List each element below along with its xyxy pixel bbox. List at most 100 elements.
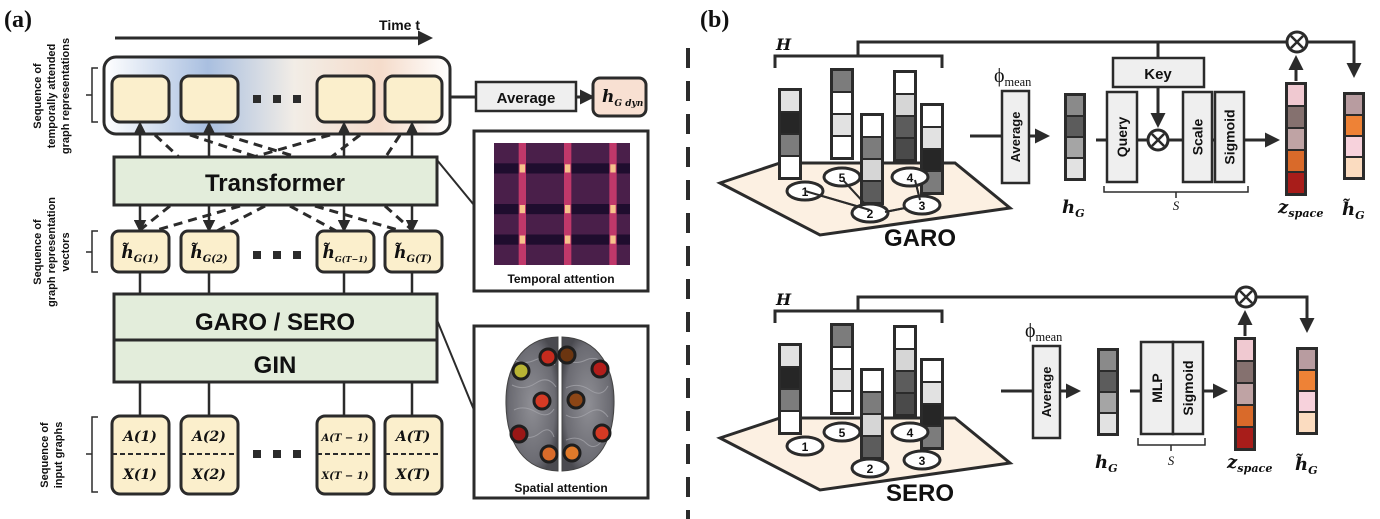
brain-node xyxy=(509,424,529,444)
z-space-label: zspace xyxy=(1226,452,1272,475)
multiply-cross xyxy=(1290,35,1304,49)
z-space-label-main: z xyxy=(1277,197,1289,218)
h-label: H xyxy=(775,290,792,309)
callout-line xyxy=(436,159,475,206)
graph-edge xyxy=(804,190,871,211)
feature-vector xyxy=(860,113,884,205)
graph-node-label: 5 xyxy=(839,426,846,440)
phi-mean-label: ϕmean xyxy=(1025,320,1062,344)
features-label: X(T) xyxy=(395,467,431,483)
brain-node xyxy=(511,361,531,381)
heatmap-hot-cell xyxy=(565,235,571,244)
hg-label-main: h xyxy=(1095,452,1108,473)
z-space-label-sub: space xyxy=(1288,207,1323,220)
hg-label: hG xyxy=(1095,452,1118,475)
temporal-rep-box xyxy=(179,74,240,124)
graph-node: 4 xyxy=(890,421,930,443)
adjacency-label: A(1) xyxy=(121,429,157,445)
h-bracket xyxy=(773,309,944,323)
graph-node: 3 xyxy=(902,449,942,471)
graph-node-shape xyxy=(785,435,825,457)
brain-nodes xyxy=(509,345,612,464)
feature-cell xyxy=(781,113,799,133)
brain-node xyxy=(590,359,610,379)
temporal-rep-box xyxy=(315,74,376,124)
input-boxes: A(1)X(1)A(2)X(2)A(T − 1)X(T − 1)A(T)X(T) xyxy=(110,414,444,496)
vector-box-frame xyxy=(383,229,444,274)
side-label-line: temporally attended xyxy=(46,44,58,149)
average-box xyxy=(1031,344,1062,440)
temporal-attention-label: Temporal attention xyxy=(507,272,614,286)
side-label-line: graph representation xyxy=(46,197,58,307)
h-tilde-label-main: h̃ xyxy=(1295,453,1308,475)
heatmap-column xyxy=(609,143,617,265)
feature-cell xyxy=(833,137,851,157)
feature-cell xyxy=(833,348,851,368)
phi-mean-label: ϕmean xyxy=(994,65,1031,89)
feature-cell xyxy=(781,368,799,388)
scale-label: Scale xyxy=(1190,118,1206,155)
mlp-label: MLP xyxy=(1149,373,1165,403)
s-label: S xyxy=(1168,453,1175,468)
heatmap-row xyxy=(494,204,630,215)
feature-cell xyxy=(896,350,914,370)
feature-cell xyxy=(923,361,941,381)
average-label: Average xyxy=(1039,367,1054,418)
feature-cell xyxy=(896,139,914,159)
feature-cell xyxy=(1299,371,1315,390)
side-label-line: Sequence of xyxy=(32,219,44,285)
gin-label: GIN xyxy=(254,352,297,379)
multiply-cross xyxy=(1151,133,1165,147)
feature-cell xyxy=(1346,158,1362,177)
feature-cell xyxy=(863,415,881,435)
feature-cell xyxy=(833,71,851,91)
feature-cell xyxy=(781,135,799,155)
feature-cell xyxy=(863,138,881,158)
graph-node-shape xyxy=(822,166,862,188)
feature-cell xyxy=(896,73,914,93)
features-label: X(2) xyxy=(191,467,226,483)
graph-node-shape xyxy=(850,202,890,224)
adjacency-label: A(T − 1) xyxy=(321,433,369,444)
features-label: X(1) xyxy=(122,467,157,483)
graph-node: 5 xyxy=(822,421,862,443)
feature-cell xyxy=(1067,96,1083,115)
feature-cell xyxy=(1346,95,1362,114)
adjacency-label: A(T) xyxy=(394,429,431,445)
vector-subscript: G(T) xyxy=(406,254,432,265)
feature-cell xyxy=(1299,350,1315,369)
feature-cell xyxy=(863,393,881,413)
heatmap-column xyxy=(518,143,526,265)
vector-subscript: G(1) xyxy=(134,254,159,265)
graph-edge xyxy=(842,179,867,206)
garo-module: 12345HAverageϕmeanhGKeyQueryScaleSigmoid… xyxy=(716,30,1365,252)
input-graph-box: A(T) X(T) xyxy=(383,414,444,496)
h-bracket xyxy=(773,54,944,68)
sigmoid-box xyxy=(1171,340,1205,436)
temporal-attention-heatmap xyxy=(494,143,630,265)
temporal-rep-boxes xyxy=(110,74,444,124)
h-dyn-box xyxy=(591,76,648,118)
feature-cell xyxy=(833,392,851,412)
feature-cell xyxy=(1237,340,1253,360)
side-label-inputs: Sequence of input graphs xyxy=(39,416,98,493)
sigmoid-box xyxy=(1213,90,1246,184)
graph-node-label: 5 xyxy=(839,171,846,185)
feature-cell xyxy=(1288,173,1304,193)
feature-cell xyxy=(1067,117,1083,136)
transformer-label: Transformer xyxy=(205,170,345,197)
phi-mean-label-main: ϕ xyxy=(994,65,1005,87)
feature-cell xyxy=(1346,137,1362,156)
feature-cell xyxy=(1288,151,1304,171)
ellipsis-dots xyxy=(253,450,301,458)
side-label-line: input graphs xyxy=(53,422,65,489)
spatial-attention-label: Spatial attention xyxy=(514,481,607,495)
feature-cell xyxy=(863,371,881,391)
brain-node xyxy=(532,391,552,411)
feature-vector xyxy=(778,88,802,180)
input-graph-box: A(2)X(2) xyxy=(179,414,240,496)
heatmap-hot-cell xyxy=(610,235,616,244)
feature-cell xyxy=(1100,414,1116,433)
feature-cell xyxy=(1299,413,1315,432)
temporal-rep-box xyxy=(110,74,171,124)
